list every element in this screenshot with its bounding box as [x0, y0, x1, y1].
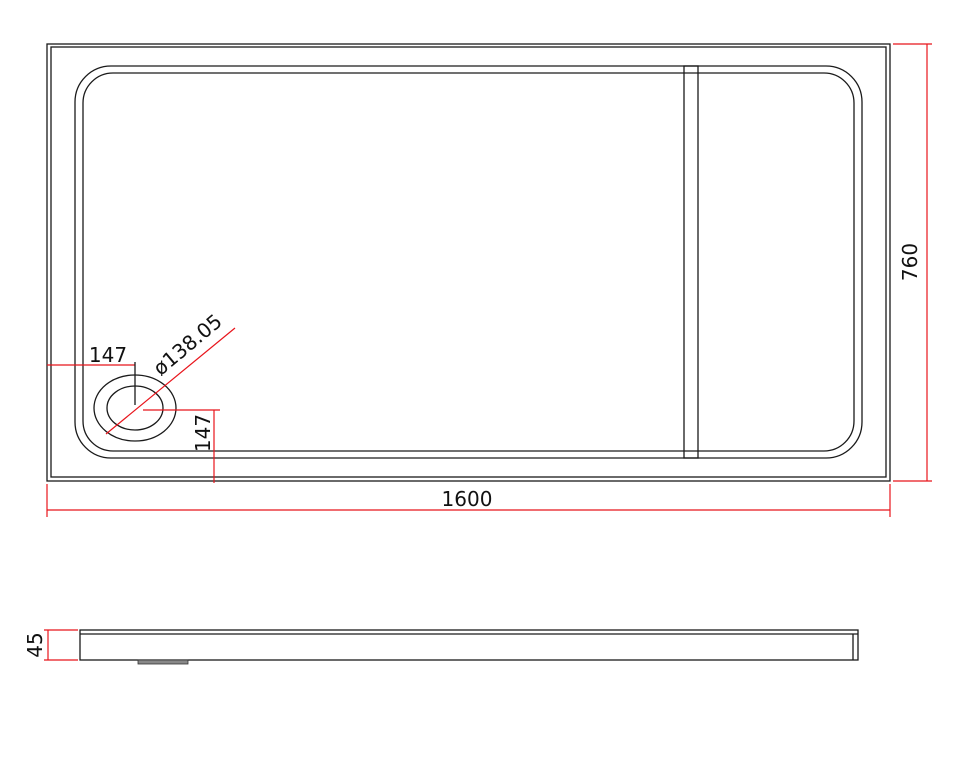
basin-outer-edge: [74, 65, 863, 459]
plan-view: [46, 43, 891, 482]
divider-bar: [683, 65, 699, 459]
side-view: 45: [23, 629, 859, 665]
dimension-drain-diameter: ø138.05: [105, 309, 236, 435]
drain-x-label: 147: [89, 343, 127, 367]
tray-inner-edge: [50, 46, 887, 478]
dimension-drain-x: 147: [47, 343, 136, 405]
height-label: 45: [23, 632, 47, 657]
tray-side-profile: [79, 629, 859, 661]
dimension-length: 1600: [46, 484, 891, 517]
drain-y-label: 147: [191, 414, 215, 452]
drain-outlet: [137, 659, 189, 665]
basin-inner-edge: [82, 72, 855, 452]
width-label: 760: [898, 243, 922, 281]
tray-outer-edge: [46, 43, 891, 482]
length-label: 1600: [442, 487, 493, 511]
dimension-drain-y: 147: [143, 409, 220, 483]
dimension-width: 760: [893, 43, 932, 482]
